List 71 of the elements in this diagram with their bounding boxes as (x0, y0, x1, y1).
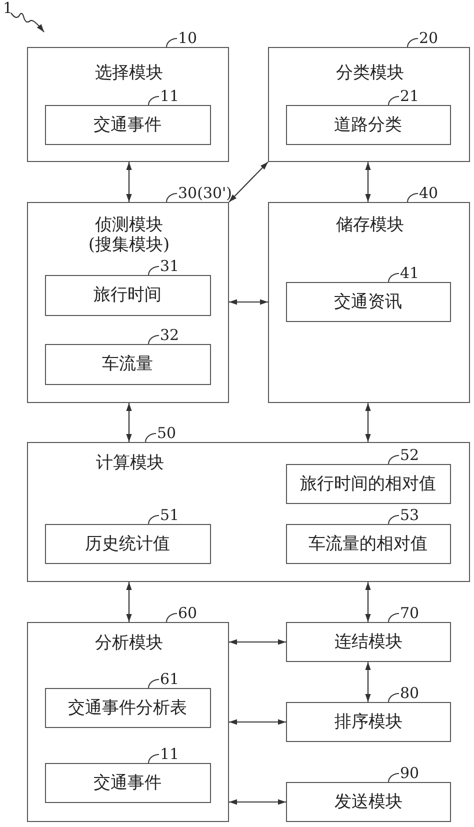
process-box (44, 104, 210, 144)
process-box (286, 104, 450, 144)
box-label: 历史统计值 (85, 534, 170, 554)
module-title: 分析模块 (94, 633, 164, 653)
reference-numeral: 20 (407, 30, 438, 47)
reference-numeral: 60 (166, 605, 198, 622)
module-box (27, 202, 229, 403)
box-label: 车流量 (102, 354, 153, 374)
arrow (228, 162, 268, 202)
process-box (286, 782, 451, 822)
module-box (268, 202, 470, 403)
reference-numeral: 53 (388, 507, 420, 524)
process-box (286, 622, 451, 662)
box-label: 连结模块 (334, 632, 402, 652)
arrow (229, 719, 286, 725)
arrow (365, 662, 371, 702)
reference-numeral: 61 (148, 671, 180, 688)
process-box (44, 688, 210, 728)
module-box (27, 442, 470, 582)
box-label: 排序模块 (334, 712, 402, 732)
reference-numeral: 51 (148, 507, 180, 524)
arrow (365, 403, 371, 442)
module-title: (搜集模块) (87, 235, 171, 255)
module-title: 计算模块 (95, 453, 165, 473)
arrow (126, 582, 132, 622)
reference-numeral: 21 (388, 88, 420, 105)
box-label: 交通事件分析表 (68, 698, 187, 718)
reference-numeral: 52 (388, 447, 420, 464)
process-box (44, 274, 210, 316)
process-box (44, 762, 210, 802)
process-box (44, 344, 210, 384)
reference-numeral: 32 (148, 327, 180, 344)
reference-numeral: 41 (388, 265, 420, 282)
module-box (27, 622, 229, 822)
reference-numeral: 90 (388, 765, 420, 782)
process-box (286, 464, 450, 504)
process-box (286, 282, 450, 322)
module-title: 选择模块 (94, 63, 164, 83)
reference-numeral: 40 (407, 185, 438, 202)
box-label: 道路分类 (334, 114, 402, 134)
module-title: 储存模块 (335, 215, 405, 235)
module-box (27, 47, 229, 162)
reference-numeral: 80 (388, 685, 420, 702)
module-box (268, 47, 470, 162)
box-label: 旅行时间 (94, 285, 162, 305)
arrow (365, 582, 371, 622)
arrow (126, 162, 132, 202)
box-label: 交通事件 (94, 772, 162, 792)
box-label: 发送模块 (334, 792, 402, 812)
arrow (229, 799, 286, 805)
reference-numeral: 10 (166, 30, 198, 47)
process-box (286, 524, 450, 564)
reference-numeral: 31 (148, 258, 180, 275)
reference-numeral: 70 (388, 605, 420, 622)
arrow (229, 639, 286, 645)
reference-numeral: 11 (148, 88, 180, 105)
module-title: 侦测模块 (94, 215, 164, 235)
reference-numeral: 30(30') (166, 185, 232, 202)
box-label: 交通事件 (94, 114, 162, 134)
arrow (126, 403, 132, 442)
process-box (44, 524, 210, 564)
arrow (229, 299, 268, 305)
box-label: 旅行时间的相对值 (300, 474, 436, 494)
box-label: 交通资讯 (334, 292, 402, 312)
arrow (365, 162, 371, 202)
module-title: 分类模块 (335, 63, 405, 83)
reference-numeral: 50 (145, 425, 176, 442)
process-box (286, 702, 451, 742)
reference-numeral: 11 (148, 746, 180, 763)
figure-number: 1 (3, 0, 13, 16)
box-label: 车流量的相对值 (308, 534, 428, 554)
